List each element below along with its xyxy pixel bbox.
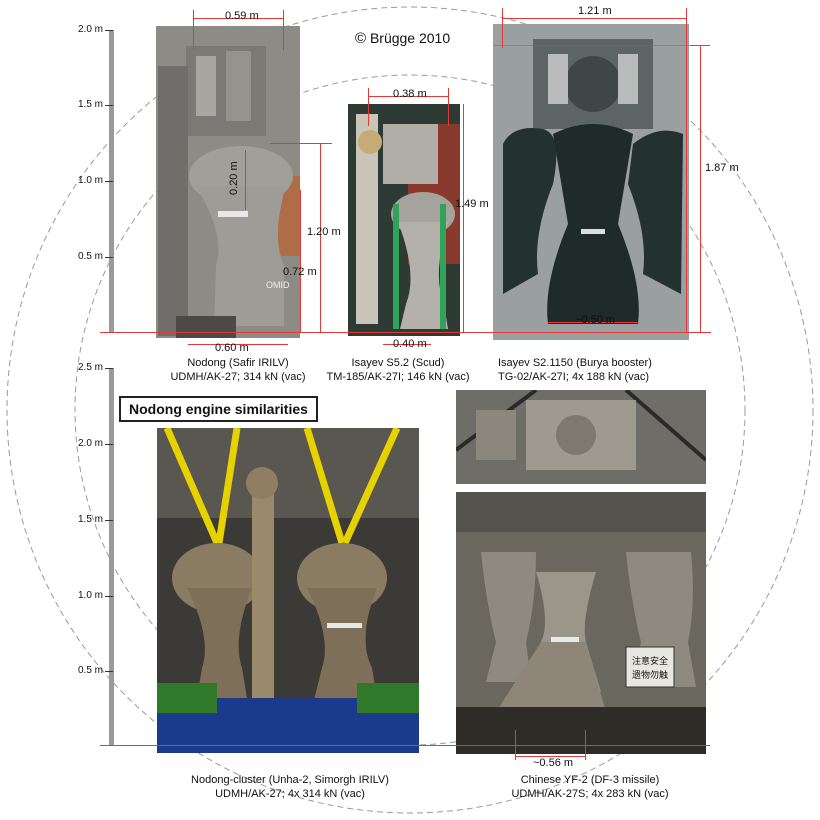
scud-engine-drawing: [348, 104, 460, 336]
burya-engine-drawing: [493, 24, 689, 340]
nodong-engine-photo: OMID: [156, 26, 300, 338]
caption-line: Isayev S5.2 (Scud): [351, 357, 445, 369]
scale-tick: [105, 520, 113, 521]
burya-height-label: 1.87 m: [705, 162, 739, 174]
dim-line: [368, 88, 369, 126]
caption-line: TG-02/AK-27I; 4x 188 kN (vac): [498, 371, 649, 383]
dim-line: [193, 18, 283, 19]
scale-tick: [105, 671, 113, 672]
dim-line: [270, 143, 332, 144]
nodong-width-top-label: 0.59 m: [225, 10, 259, 22]
dim-line: [193, 10, 194, 50]
scale-label: 2.0 m: [78, 438, 104, 449]
burya-width-bottom-label: ~0.50 m: [575, 314, 616, 326]
copyright-note: © Brügge 2010: [355, 30, 450, 47]
scale-tick: [105, 181, 113, 182]
dim-line: [515, 730, 516, 760]
bottom-scale-bar: [109, 368, 114, 746]
copyright-icon: ©: [355, 30, 367, 47]
scud-width-top-label: 0.38 m: [393, 88, 427, 100]
caption-line: Nodong (Safir IRILV): [187, 357, 289, 369]
scale-tick: [105, 257, 113, 258]
scale-tick: [105, 30, 113, 31]
nodong-cluster-photo: [157, 428, 419, 753]
dim-line: [463, 104, 464, 333]
caption-line: UDMH/AK-27; 4x 314 kN (vac): [215, 788, 365, 800]
scud-caption: Isayev S5.2 (Scud) TM-185/AK-27I; 146 kN…: [323, 356, 473, 384]
dim-line: [686, 8, 687, 333]
scale-tick: [105, 444, 113, 445]
scale-label: 1.0 m: [78, 175, 104, 186]
dim-line: [300, 190, 301, 333]
scale-label: 1.5 m: [78, 99, 104, 110]
dim-line: [383, 344, 431, 345]
dim-line: [502, 18, 686, 19]
caption-line: UDMH/AK-27S; 4x 283 kN (vac): [511, 788, 669, 800]
safety-sign-text: 遗物勿触: [632, 669, 668, 681]
burya-engine-photo: [493, 24, 689, 340]
scale-label: 0.5 m: [78, 665, 104, 676]
safety-sign-text: 注意安全: [632, 655, 668, 667]
dim-line: [188, 344, 288, 345]
scale-tick: [105, 105, 113, 106]
bottom-ground-line: [100, 745, 710, 746]
scale-tick: [105, 368, 113, 369]
dim-line: [283, 10, 284, 50]
dim-line: [493, 45, 703, 46]
dim-line: [585, 730, 586, 760]
nodong-total-height-label: 1.20 m: [307, 226, 341, 238]
omid-text: OMID: [266, 280, 290, 290]
copyright-text: Brügge 2010: [369, 30, 451, 46]
caption-line: Nodong-cluster (Unha-2, Simorgh IRILV): [191, 774, 389, 786]
scud-height-label: 1.49 m: [455, 198, 489, 210]
dim-line: [320, 143, 321, 333]
scale-label: 1.0 m: [78, 590, 104, 601]
burya-caption: Isayev S2.1150 (Burya booster) TG-02/AK-…: [498, 356, 652, 384]
dim-line: [245, 150, 246, 210]
nodong-caption: Nodong (Safir IRILV) UDMH/AK-27; 314 kN …: [163, 356, 313, 384]
yf2-engine-drawing: 注意安全 遗物勿触: [456, 492, 706, 754]
caption-line: UDMH/AK-27; 314 kN (vac): [170, 371, 306, 383]
scale-label: 1.5 m: [78, 514, 104, 525]
scale-label: 2.5 m: [78, 362, 104, 373]
burya-width-top-label: 1.21 m: [578, 5, 612, 17]
yf2-top-photo: [456, 390, 706, 484]
nodong-chamber-height-label: 0.20 m: [228, 161, 240, 195]
scale-label: 2.0 m: [78, 24, 104, 35]
dim-line: [448, 88, 449, 126]
yf2-width-bottom-label: ~0.56 m: [533, 757, 574, 769]
nodong-engine-drawing: OMID: [156, 26, 300, 338]
ground-line: [100, 332, 711, 333]
caption-line: Isayev S2.1150 (Burya booster): [498, 357, 652, 369]
dim-line: [515, 756, 585, 757]
scale-label: 0.5 m: [78, 251, 104, 262]
nodong-width-bottom-label: 0.60 m: [215, 342, 249, 354]
dim-line: [502, 8, 503, 48]
cluster-caption: Nodong-cluster (Unha-2, Simorgh IRILV) U…: [180, 773, 400, 801]
nodong-nozzle-height-label: 0.72 m: [283, 266, 317, 278]
yf2-engine-photo: 注意安全 遗物勿触: [456, 492, 706, 754]
caption-line: Chinese YF-2 (DF-3 missile): [520, 774, 660, 786]
caption-line: TM-185/AK-27I; 146 kN (vac): [326, 371, 470, 383]
nodong-cluster-drawing: [157, 428, 419, 753]
scud-engine-photo: [348, 104, 460, 336]
dim-line: [700, 45, 701, 333]
dim-line: [368, 96, 448, 97]
yf2-top-drawing: [456, 390, 706, 484]
dim-line: [548, 322, 638, 323]
section-title: Nodong engine similarities: [119, 396, 318, 422]
scale-tick: [105, 596, 113, 597]
scud-width-bottom-label: 0.40 m: [393, 338, 427, 350]
yf2-caption: Chinese YF-2 (DF-3 missile) UDMH/AK-27S;…: [490, 773, 690, 801]
